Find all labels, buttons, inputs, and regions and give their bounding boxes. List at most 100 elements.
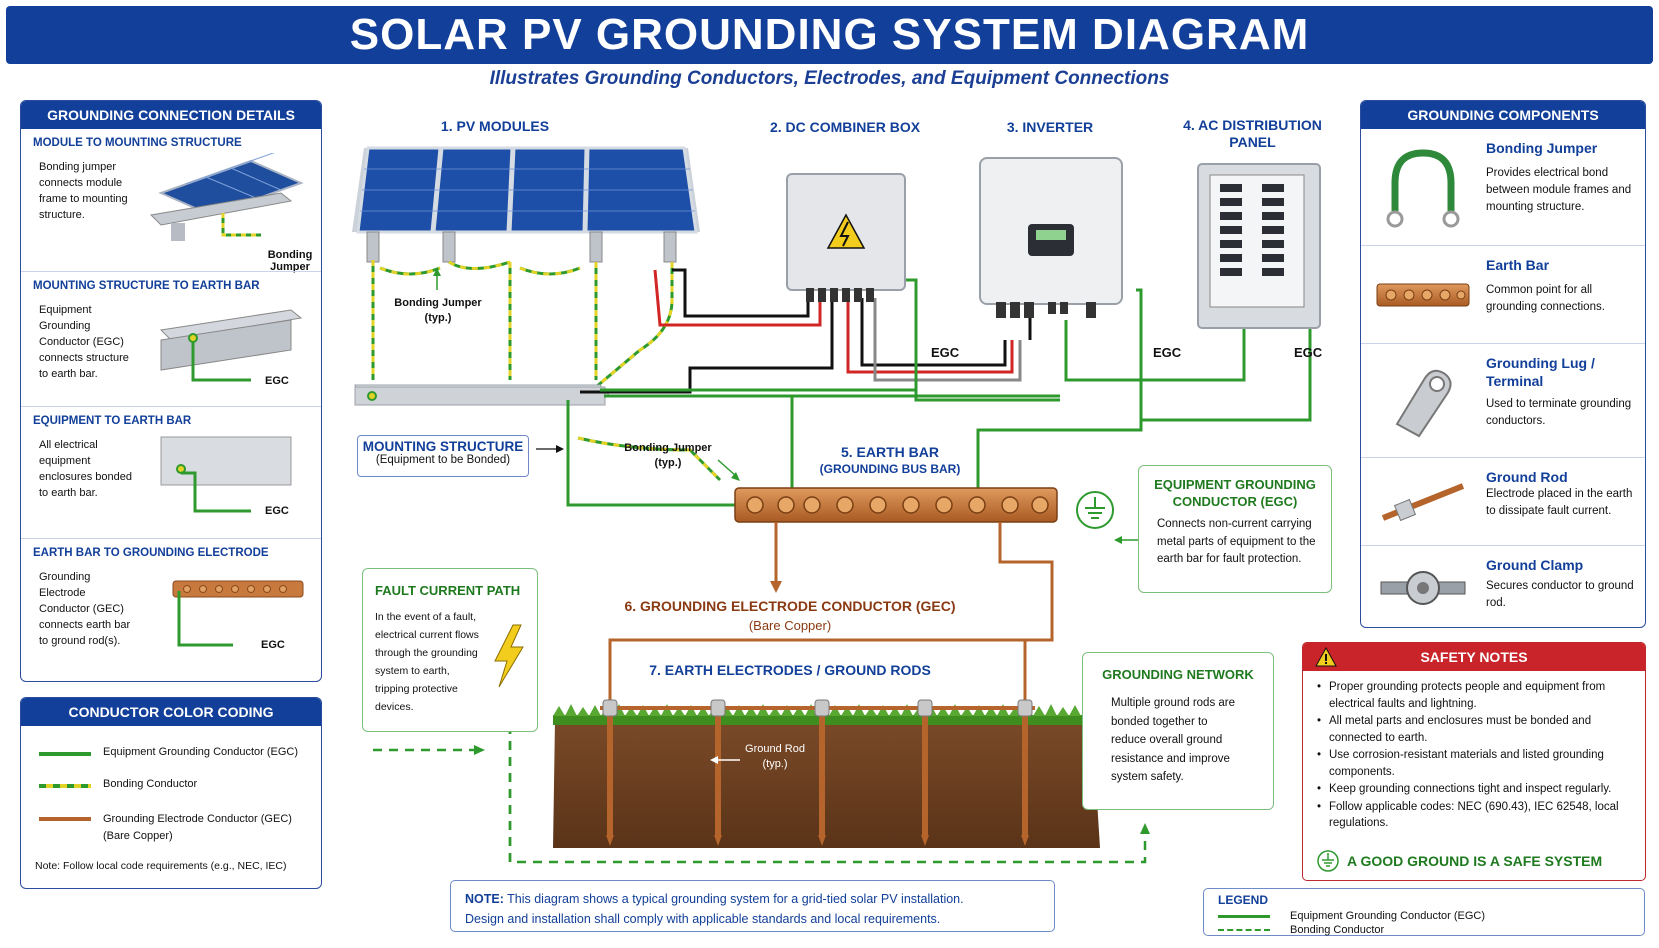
structure-egc-illustration <box>159 309 303 382</box>
fault-arrowhead <box>474 745 485 755</box>
color-code-egc: Equipment Grounding Conductor (EGC) <box>39 746 298 758</box>
detail-label: EGC <box>265 505 289 517</box>
color-code-label: Equipment Grounding Conductor (EGC) <box>103 746 299 758</box>
dc-wiring <box>580 268 1032 394</box>
note-line-1: This diagram shows a typical grounding s… <box>507 892 964 906</box>
bonding-jumper-2-dash <box>577 436 722 482</box>
bonding-jumpers <box>371 260 674 394</box>
safety-note-item: Follow applicable codes: NEC (690.43), I… <box>1317 799 1633 832</box>
detail-label: EGC <box>261 639 285 651</box>
detail-title: MOUNTING STRUCTURE TO EARTH BAR <box>33 280 260 292</box>
detail-module-to-structure: MODULE TO MOUNTING STRUCTURE Bonding jum… <box>21 129 321 273</box>
legend-title: LEGEND <box>1218 893 1269 907</box>
color-code-label: Bonding Conductor <box>103 778 198 790</box>
component-desc: Provides electrical bond between module … <box>1486 167 1632 213</box>
bonding-jumper-text: Bonding Jumper <box>624 442 712 454</box>
stage-ac-panel-line2: PANEL <box>1229 134 1276 150</box>
stage-gec-sub: (Bare Copper) <box>748 618 832 633</box>
component-name: Bonding Jumper <box>1486 140 1598 156</box>
mounting-structure-callout: MOUNTING STRUCTURE (Equipment to be Bond… <box>357 435 529 477</box>
egc-info-box: EQUIPMENT GROUNDING CONDUCTOR (EGC) Conn… <box>1138 465 1332 593</box>
components-title: GROUNDING COMPONENTS <box>1361 101 1645 129</box>
safety-notes-header: SAFETY NOTES <box>1303 643 1645 671</box>
detail-desc: Grounding Electrode Conductor (GEC) conn… <box>39 571 131 647</box>
note-prefix: NOTE: <box>465 892 504 906</box>
connection-details-panel: GROUNDING CONNECTION DETAILS MODULE TO M… <box>20 100 322 682</box>
typ-text: (typ.) <box>424 312 452 324</box>
component-name: Ground Rod <box>1486 469 1568 485</box>
gec-arrowhead <box>770 581 782 593</box>
detail-desc: Equipment Grounding Conductor (EGC) conn… <box>39 304 129 380</box>
fault-current-path <box>373 690 1147 864</box>
stage-ac-panel: 4. AC DISTRIBUTION PANEL <box>1170 117 1335 151</box>
fault-arrowhead <box>1140 823 1150 834</box>
earthbar-gec-illustration <box>172 580 304 647</box>
stage-earth-bar: 5. EARTH BAR <box>840 444 939 460</box>
legend-bonding-swatch <box>1218 929 1270 931</box>
gec-conductor <box>608 522 1054 700</box>
module-clamp-illustration <box>149 153 304 241</box>
detail-desc: Bonding jumper connects module frame to … <box>39 161 128 221</box>
title-bar: SOLAR PV GROUNDING SYSTEM DIAGRAM <box>6 6 1653 64</box>
page-title: SOLAR PV GROUNDING SYSTEM DIAGRAM <box>349 10 1310 59</box>
component-desc: Electrode placed in the earth to dissipa… <box>1486 488 1633 517</box>
stage-ac-panel-line1: 4. AC DISTRIBUTION <box>1183 117 1322 133</box>
earth-bar <box>734 487 1058 523</box>
component-name: Grounding Lug / Terminal <box>1486 355 1595 389</box>
bonding-jumper-text: Bonding Jumper <box>394 297 482 309</box>
ground-rod-typ: (typ.) <box>762 758 788 770</box>
bonding-jumper-label-1: Bonding Jumper (typ.) <box>385 296 491 326</box>
detail-desc: All electrical equipment enclosures bond… <box>39 439 132 499</box>
grounding-network-desc: Multiple ground rods are bonded together… <box>1111 697 1236 783</box>
safety-motto: A GOOD GROUND IS A SAFE SYSTEM <box>1317 850 1602 872</box>
bonding-swatch <box>39 784 91 788</box>
warning-icon <box>1315 647 1337 667</box>
pointer-arrowhead <box>433 268 441 276</box>
ground-symbol-icon <box>1076 491 1114 529</box>
component-desc: Secures conductor to ground rod. <box>1486 580 1634 609</box>
lightning-icon <box>494 624 524 688</box>
color-code-label: Grounding Electrode Conductor (GEC) <box>103 813 292 825</box>
ground-symbol-icon <box>1317 850 1339 872</box>
component-name: Earth Bar <box>1486 257 1550 273</box>
dc-combiner-box <box>786 173 906 302</box>
components-panel: GROUNDING COMPONENTS Bonding Jumper Prov… <box>1360 100 1646 628</box>
mounting-structure-sub: (Equipment to be Bonded) <box>375 454 511 466</box>
color-code-gec: Grounding Electrode Conductor (GEC) (Bar… <box>39 811 292 845</box>
stage-inverter: 3. INVERTER <box>1006 119 1094 135</box>
safety-note-item: Proper grounding protects people and equ… <box>1317 679 1633 712</box>
ground-rod-icon <box>1381 483 1465 522</box>
legend-bonding-label: Bonding Conductor <box>1290 924 1385 936</box>
grounding-lug-icon <box>1395 369 1452 438</box>
component-ground-rod: Ground Rod Electrode placed in the earth… <box>1361 457 1645 545</box>
stage-electrodes: 7. EARTH ELECTRODES / GROUND RODS <box>649 662 931 678</box>
note-line-2: Design and installation shall comply wit… <box>465 912 941 926</box>
legend-egc-swatch <box>1218 914 1270 918</box>
pointer-arrows <box>536 445 1148 544</box>
egc-info-title-2: CONDUCTOR (EGC) <box>1172 494 1298 509</box>
egc-label-inverter: EGC <box>1153 345 1182 360</box>
egc-info-title-1: EQUIPMENT GROUNDING <box>1154 477 1316 492</box>
legend-egc-label: Equipment Grounding Conductor (EGC) <box>1290 910 1486 922</box>
ground-rod-arrowhead <box>710 756 718 764</box>
component-ground-clamp: Ground Clamp Secures conductor to ground… <box>1361 545 1645 627</box>
grounding-network-title: GROUNDING NETWORK <box>1102 667 1254 682</box>
color-coding-panel: CONDUCTOR COLOR CODING Equipment Groundi… <box>20 697 322 889</box>
detail-title: MODULE TO MOUNTING STRUCTURE <box>33 137 242 149</box>
grounding-network-box: GROUNDING NETWORK Multiple ground rods a… <box>1082 652 1274 810</box>
component-desc: Used to terminate grounding conductors. <box>1486 398 1632 427</box>
detail-title: EQUIPMENT TO EARTH BAR <box>33 415 192 427</box>
pv-modules <box>352 146 700 263</box>
detail-label: Bonding Jumper <box>267 249 313 273</box>
mounting-structure-beam <box>354 384 612 406</box>
color-code-sublabel: (Bare Copper) <box>103 830 173 842</box>
earth-bar-icon <box>1376 283 1470 307</box>
ground-rod-text: Ground Rod <box>745 743 805 755</box>
safety-note-item: All metal parts and enclosures must be b… <box>1317 713 1633 746</box>
soil-block <box>553 704 1100 848</box>
ground-rods <box>600 699 1035 846</box>
component-name: Ground Clamp <box>1486 557 1584 573</box>
safety-note-item: Keep grounding connections tight and ins… <box>1317 781 1633 798</box>
egc-lines <box>566 278 1312 507</box>
